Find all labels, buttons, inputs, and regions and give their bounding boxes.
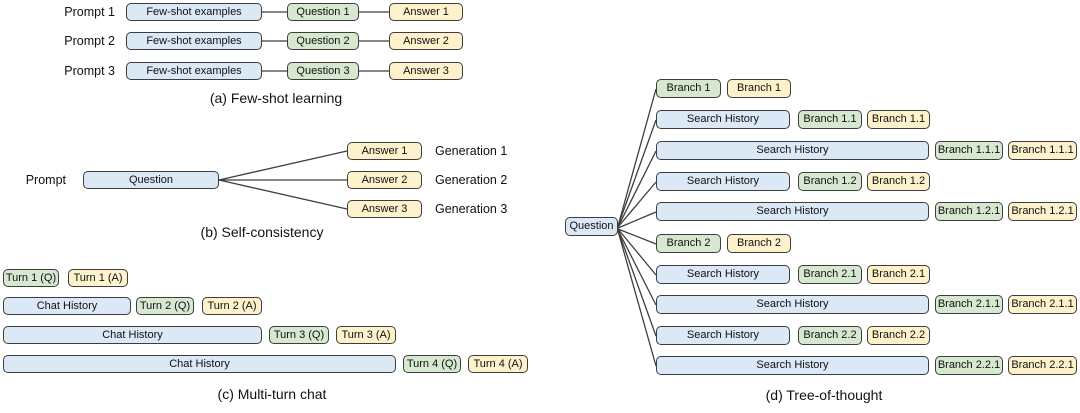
panel-caption-few-shot: (a) Few-shot learning	[209, 90, 343, 106]
answer-box: Answer 1	[389, 3, 463, 21]
search-history-box: Search History	[656, 141, 929, 160]
search-history-box: Search History	[656, 172, 790, 191]
branch-thought-box: Branch 2.1.1	[935, 295, 1003, 314]
search-history-box: Search History	[656, 265, 790, 284]
question-box: Question 1	[287, 3, 359, 21]
branch-result-box: Branch 1.2.1	[1008, 202, 1077, 221]
branch-result-box: Branch 2.1.1	[1008, 295, 1077, 314]
turn-question-box: Turn 3 (Q)	[269, 326, 329, 344]
branch-result-box: Branch 2.2	[867, 326, 930, 345]
branch-result-box: Branch 2.2.1	[1008, 356, 1077, 375]
few-shot-connectors	[262, 11, 389, 72]
few-shot-examples-box: Few-shot examples	[126, 32, 262, 50]
turn-question-box: Turn 4 (Q)	[403, 355, 461, 373]
branch-result-box: Branch 1.2	[867, 172, 930, 191]
turn-question-box: Turn 1 (Q)	[3, 269, 59, 287]
answer-box: Answer 3	[347, 200, 422, 218]
few-shot-examples-box: Few-shot examples	[126, 62, 262, 80]
self-consistency-connectors	[218, 150, 348, 210]
panel-caption-multi-turn: (c) Multi-turn chat	[217, 386, 327, 402]
branch-result-box: Branch 2	[727, 234, 791, 253]
search-history-box: Search History	[656, 110, 790, 129]
branch-thought-box: Branch 2.2	[798, 326, 862, 345]
branch-thought-box: Branch 1.2.1	[935, 202, 1003, 221]
question-box: Question	[565, 217, 618, 236]
branch-thought-box: Branch 2	[656, 234, 721, 253]
search-history-box: Search History	[656, 295, 929, 314]
branch-result-box: Branch 1	[727, 79, 791, 98]
answer-box: Answer 1	[347, 142, 422, 160]
turn-answer-box: Turn 2 (A)	[202, 297, 262, 315]
chat-history-box: Chat History	[3, 326, 262, 344]
prompt-row-label: Prompt 1	[64, 5, 115, 19]
turn-answer-box: Turn 3 (A)	[336, 326, 396, 344]
branch-result-box: Branch 1.1	[867, 110, 930, 129]
branch-thought-box: Branch 1.1	[798, 110, 862, 129]
prompt-row-label: Prompt 3	[64, 64, 115, 78]
search-history-box: Search History	[656, 356, 929, 375]
answer-box: Answer 3	[389, 62, 463, 80]
branch-thought-box: Branch 1.2	[798, 172, 862, 191]
generation-label: Generation 2	[435, 173, 508, 187]
panel-caption-tree-of-thought: (d) Tree-of-thought	[765, 387, 883, 403]
turn-answer-box: Turn 1 (A)	[68, 269, 128, 287]
question-box: Question 3	[287, 62, 359, 80]
search-history-box: Search History	[656, 202, 929, 221]
answer-box: Answer 2	[347, 171, 422, 189]
tree-of-thought-connectors	[617, 88, 657, 367]
branch-result-box: Branch 1.1.1	[1008, 141, 1077, 160]
chat-history-box: Chat History	[3, 355, 396, 373]
chat-history-box: Chat History	[3, 297, 131, 315]
branch-thought-box: Branch 1	[656, 79, 721, 98]
prompt-row-label: Prompt 2	[64, 34, 115, 48]
branch-thought-box: Branch 2.2.1	[935, 356, 1003, 375]
branch-thought-box: Branch 2.1	[798, 265, 862, 284]
question-box: Question	[83, 171, 219, 189]
panel-caption-self-consistency: (b) Self-consistency	[200, 224, 324, 240]
few-shot-examples-box: Few-shot examples	[126, 3, 262, 21]
turn-answer-box: Turn 4 (A)	[468, 355, 528, 373]
generation-label: Generation 1	[435, 144, 508, 158]
question-box: Question 2	[287, 32, 359, 50]
turn-question-box: Turn 2 (Q)	[136, 297, 194, 315]
branch-result-box: Branch 2.1	[867, 265, 930, 284]
generation-label: Generation 3	[435, 202, 508, 216]
answer-box: Answer 2	[389, 32, 463, 50]
branch-thought-box: Branch 1.1.1	[935, 141, 1003, 160]
search-history-box: Search History	[656, 326, 790, 345]
prompt-label: Prompt	[25, 173, 66, 187]
